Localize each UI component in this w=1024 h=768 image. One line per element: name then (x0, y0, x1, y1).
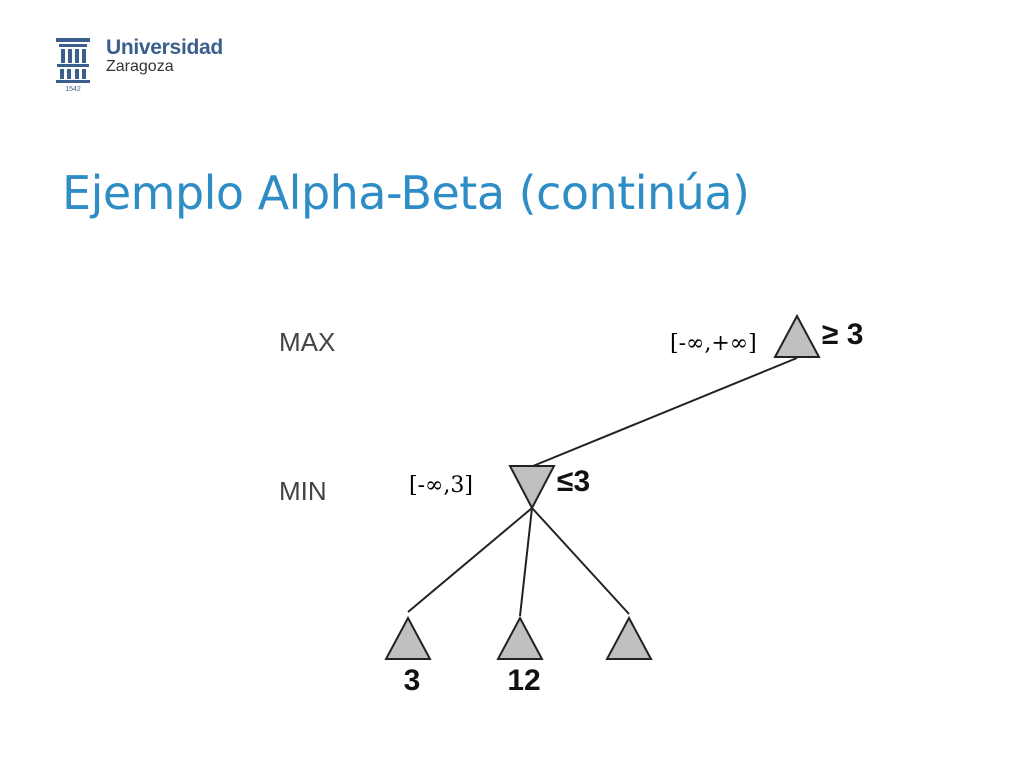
min-bound-label: ≤3 (557, 465, 590, 498)
root-window-label: [-∞,+∞] (670, 331, 757, 356)
edge-min-to-leaf-3 (531, 507, 630, 615)
root-bound-label: ≥ 3 (822, 318, 863, 351)
min-node (508, 465, 556, 511)
level-label-min: MIN (279, 476, 327, 506)
university-logo: 1542 Universidad Zaragoza (54, 36, 254, 96)
level-label-max: MAX (279, 327, 335, 357)
logo-line-universidad: Universidad (106, 36, 223, 59)
slide-title: Ejemplo Alpha-Beta (continúa) (62, 166, 750, 220)
leaf-node-2 (496, 615, 544, 660)
university-seal-icon: 1542 (56, 38, 90, 93)
min-window-label: [-∞,3] (409, 473, 473, 498)
leaf-node-3 (605, 615, 653, 660)
leaf-node-1 (384, 615, 432, 660)
leaf-value-2: 12 (507, 664, 540, 697)
edge-root-to-min (532, 357, 798, 467)
leaf-value-1: 3 (404, 664, 421, 697)
tree-edges (407, 357, 798, 617)
edge-min-to-leaf-2 (519, 507, 533, 617)
max-root-node (773, 313, 821, 358)
logo-year: 1542 (65, 86, 81, 93)
logo-line-zaragoza: Zaragoza (106, 58, 174, 75)
edge-min-to-leaf-1 (407, 507, 533, 613)
